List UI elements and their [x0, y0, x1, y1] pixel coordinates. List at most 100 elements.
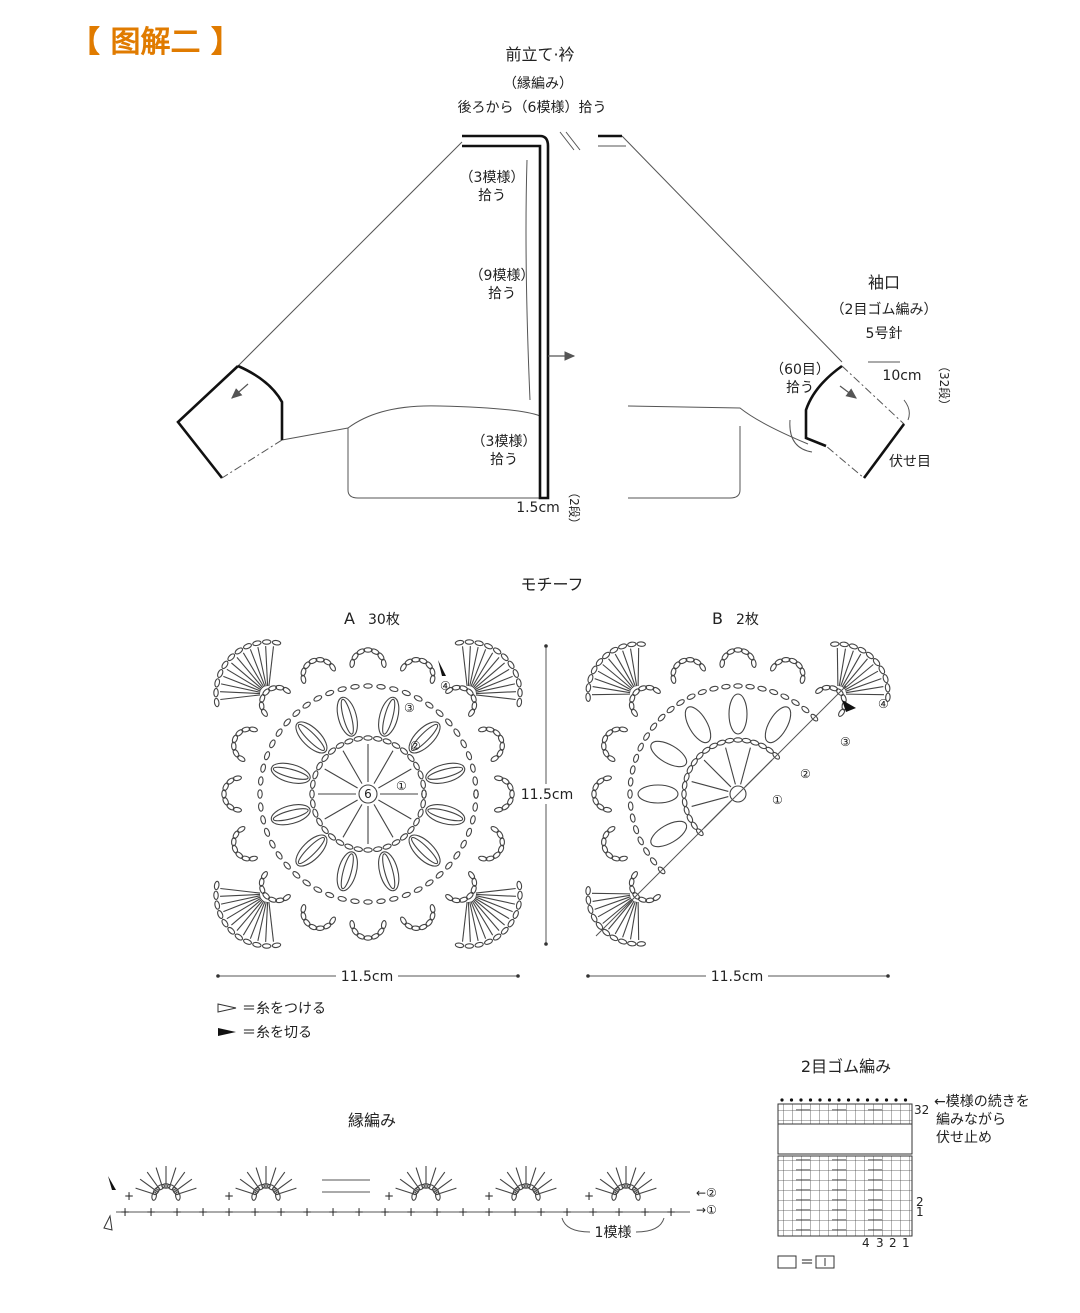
chain-stitch	[356, 648, 366, 655]
chain-stitch	[413, 817, 420, 827]
petal-cluster-inner	[427, 766, 464, 780]
collar-title: 前立て·衿	[505, 45, 574, 64]
garment-schematic: 前立て·衿 （縁編み） 後ろから（6模様）拾う （3模様） 拾う （9模様） 拾…	[176, 45, 952, 530]
chain-stitch	[252, 941, 262, 948]
petal-cluster	[270, 804, 311, 826]
treble-stitch	[622, 650, 636, 687]
treble-stitch	[474, 897, 510, 920]
chain-stitch	[214, 678, 221, 688]
chain-stitch	[747, 652, 755, 661]
chain-stitch	[629, 884, 636, 895]
chain-stitch	[413, 695, 423, 702]
chain-stitch	[327, 833, 337, 841]
chain-stitch	[485, 726, 495, 733]
chain-stitch	[587, 904, 594, 915]
chain-stitch	[260, 763, 267, 773]
chain-stitch	[417, 808, 424, 818]
chain-stitch	[377, 652, 385, 661]
chain-stitch	[429, 911, 436, 921]
chain-stitch	[602, 651, 611, 660]
chain-stitch	[633, 825, 640, 835]
petal-cluster	[378, 851, 400, 892]
chain-stitch	[391, 742, 401, 749]
chain-stitch	[226, 803, 235, 811]
petal-cluster-inner	[340, 698, 354, 735]
rib-col-3: 3	[876, 1236, 884, 1250]
chain-stitch	[499, 741, 505, 751]
chain-stitch	[637, 685, 648, 692]
chain-stitch	[350, 898, 360, 905]
treble-stitch	[475, 887, 516, 894]
chain-stitch	[258, 701, 265, 711]
chain-stitch	[258, 877, 265, 887]
chain-stitch	[670, 674, 677, 684]
treble-stitch	[614, 900, 635, 935]
chain-stitch	[226, 777, 235, 785]
treble-stitch	[602, 898, 633, 924]
chain-stitch	[685, 657, 695, 663]
motif-a-count: 30枚	[368, 612, 400, 628]
chain-stitch	[882, 673, 889, 684]
edging-row-2: ←②	[696, 1186, 717, 1200]
chain-stitch	[376, 683, 386, 690]
chain-stitch	[370, 648, 380, 655]
chain-stitch	[356, 933, 366, 940]
chain-stitch	[601, 844, 609, 854]
chain-stitch	[425, 918, 433, 927]
chain-stitch	[222, 782, 229, 792]
chain-stitch	[474, 640, 484, 647]
single-crochet-mark: +	[484, 1189, 494, 1203]
chain-stitch	[601, 741, 607, 751]
chain-stitch	[649, 857, 658, 866]
chain-stitch	[500, 926, 509, 935]
chain-stitch	[161, 1183, 171, 1189]
treble-stitch	[467, 901, 471, 942]
chain-stitch	[391, 839, 401, 846]
chain-stitch	[848, 643, 859, 650]
chain-stitch	[509, 789, 515, 799]
petal-cluster	[336, 696, 358, 737]
treble-stitch	[472, 899, 500, 931]
treble-stitch	[467, 646, 471, 687]
petal-cluster-inner	[297, 836, 326, 865]
petal-cluster	[684, 706, 712, 744]
single-crochet-mark: +	[250, 1205, 260, 1219]
chain-stitch	[421, 1183, 431, 1189]
chain-stitch	[313, 695, 323, 702]
chain-stitch	[633, 753, 640, 763]
pickup-3-bottom-b: 拾う	[490, 452, 518, 468]
chain-stitch	[464, 639, 475, 645]
petal-cluster	[295, 721, 328, 754]
chain-stitch	[492, 647, 502, 655]
chain-stitch	[344, 843, 354, 850]
chain-stitch	[411, 1191, 417, 1201]
chain-stitch	[602, 928, 611, 937]
petal-cluster	[378, 696, 400, 737]
chain-stitch	[612, 1186, 620, 1196]
chain-stitch	[275, 851, 283, 860]
chain-stitch	[241, 855, 251, 862]
chain-stitch	[313, 886, 323, 893]
chain-stitch	[353, 846, 363, 852]
motif-dimensions: 11.5cm 11.5cm 11.5cm	[216, 644, 890, 986]
motif-b-round-1: ①	[772, 793, 783, 807]
chain-stitch	[474, 941, 484, 948]
chain-stitch	[420, 799, 426, 809]
chain-stitch	[275, 1191, 281, 1201]
chain-stitch	[516, 1184, 525, 1191]
chain-stitch	[232, 806, 242, 813]
chain-stitch	[282, 686, 291, 694]
chain-stitch	[637, 742, 644, 752]
chain-stitch	[745, 683, 755, 690]
chain-stitch	[492, 933, 502, 941]
bind-off-dot	[865, 1098, 870, 1102]
chain-stitch	[213, 697, 220, 708]
chain-stitch	[275, 728, 283, 737]
chain-stitch	[275, 897, 285, 904]
single-crochet-mark: +	[124, 1189, 134, 1203]
chain-stitch	[213, 687, 219, 698]
chain-stitch	[413, 886, 423, 893]
cut-yarn-icon	[438, 660, 446, 676]
petal-cluster-inner	[382, 698, 396, 735]
treble-stitch	[475, 691, 516, 695]
